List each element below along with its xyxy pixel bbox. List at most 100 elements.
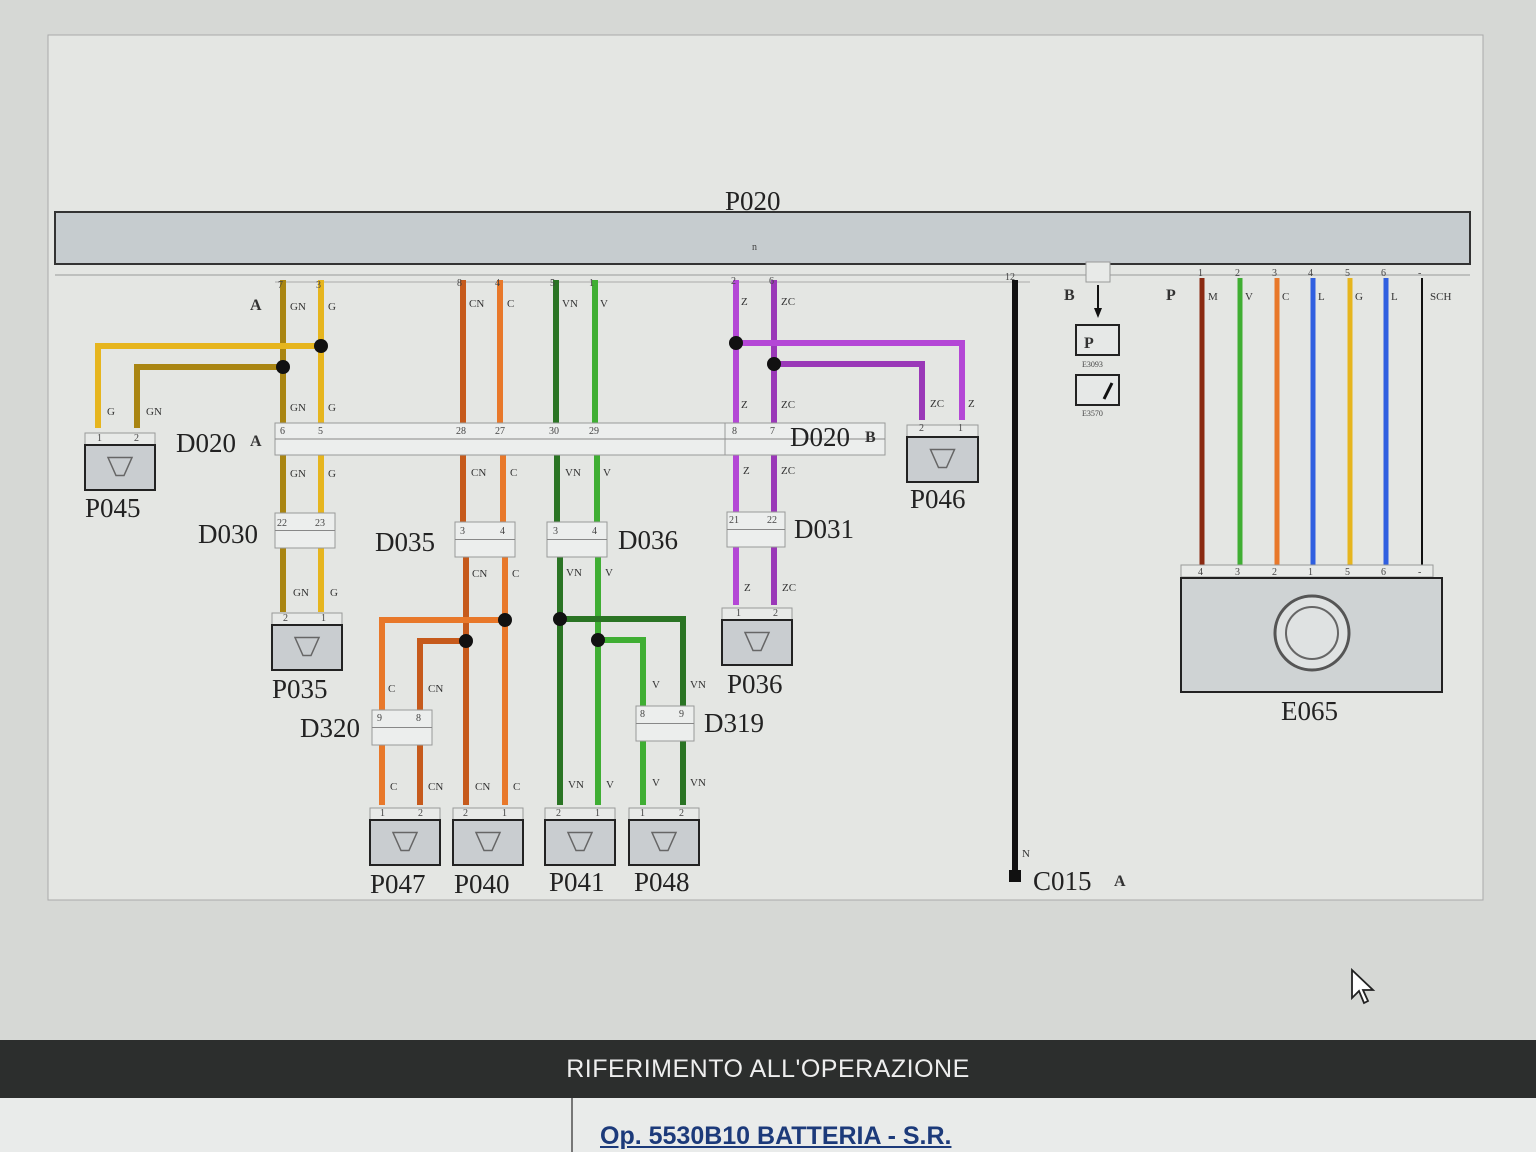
wire-code-label: V xyxy=(600,298,608,310)
pin-number: 9 xyxy=(679,709,684,720)
splice-label: D319 xyxy=(704,708,764,738)
splice-dot xyxy=(459,634,473,648)
pin-number: 1 xyxy=(502,808,507,819)
pin-number: 22 xyxy=(767,515,777,526)
pin-number: 4 xyxy=(500,526,505,537)
wire-code-label: VN xyxy=(562,298,578,310)
pin-number: 3 xyxy=(1272,268,1277,279)
wire-code-label: GN xyxy=(290,468,306,480)
pin-number: 27 xyxy=(495,426,505,437)
harness-bar-p020 xyxy=(54,211,1471,265)
wire-g xyxy=(95,343,321,428)
wire-code-label: ZC xyxy=(781,296,795,308)
components: P xyxy=(84,261,1443,866)
wire-code-label: C xyxy=(390,781,397,793)
wire-code-label: VN xyxy=(690,679,706,691)
pin-number: 6 xyxy=(1381,268,1386,279)
pin-number: 23 xyxy=(315,518,325,529)
pin-number: - xyxy=(1418,567,1421,578)
p035-box[interactable] xyxy=(271,624,343,671)
pin-number: 2 xyxy=(463,808,468,819)
p041-box[interactable] xyxy=(544,819,616,866)
wire-code-label: CN xyxy=(469,298,484,310)
wires xyxy=(95,278,1423,882)
wire-v xyxy=(598,637,646,706)
tag-label: A xyxy=(1114,873,1126,890)
pin-number: 2 xyxy=(283,613,288,624)
wire-code-label: V xyxy=(652,679,660,691)
wire-code-label: SCH xyxy=(1430,291,1451,303)
wire-code-label: ZC xyxy=(930,398,944,410)
wire-code-label: C xyxy=(513,781,520,793)
wire-code-label: V xyxy=(1245,291,1253,303)
b-connector-header xyxy=(1085,261,1111,283)
switch-sensor-icon[interactable] xyxy=(1075,374,1120,406)
splice-label: D035 xyxy=(375,527,435,557)
wire-code-label: GN xyxy=(290,301,306,313)
splice-dot xyxy=(591,633,605,647)
harness-label: P020 xyxy=(725,186,781,216)
pin-number: 8 xyxy=(416,713,421,724)
wire-code-label: M xyxy=(1208,291,1218,303)
pin-number: - xyxy=(1418,268,1421,279)
wire-code-label: ZC xyxy=(781,465,795,477)
connector-icon xyxy=(566,831,594,852)
pin-number: 2 xyxy=(919,423,924,434)
wire-code-label: C xyxy=(512,568,519,580)
pin-number: 4 xyxy=(592,526,597,537)
splice-label: D030 xyxy=(198,519,258,549)
connector-icon xyxy=(106,456,134,477)
pin-number: 7 xyxy=(770,426,775,437)
splice-label: D320 xyxy=(300,713,360,743)
pin-number: 12 xyxy=(1005,272,1015,283)
pin-number: 21 xyxy=(729,515,739,526)
pin-number: 3 xyxy=(460,526,465,537)
pin-number: 1 xyxy=(1308,567,1313,578)
pin-number: 4 xyxy=(1198,567,1203,578)
pin-number: 8 xyxy=(732,426,737,437)
pin-number: 29 xyxy=(589,426,599,437)
connector-label: P040 xyxy=(454,869,510,899)
pin-number: 2 xyxy=(679,808,684,819)
connector-icon xyxy=(391,831,419,852)
splice-dot xyxy=(276,360,290,374)
diagram-frame xyxy=(47,34,1484,901)
pin-number: 6 xyxy=(1381,567,1386,578)
pin-number: 2 xyxy=(1272,567,1277,578)
harness-mark: n xyxy=(752,242,757,253)
wire-code-label: L xyxy=(1391,291,1398,303)
p045-box[interactable] xyxy=(84,444,156,491)
pin-number: 1 xyxy=(595,808,600,819)
pin-number: 1 xyxy=(380,808,385,819)
p036-pin-header xyxy=(721,607,793,621)
p045-pin-header xyxy=(84,432,156,446)
wire-z xyxy=(736,340,965,420)
p036-box[interactable] xyxy=(721,619,793,666)
pin-number: 3 xyxy=(316,280,321,291)
pressure-sensor-icon[interactable] xyxy=(1075,324,1120,356)
wire-code-label: CN xyxy=(428,781,443,793)
pressure-symbol: P xyxy=(1084,335,1094,352)
pin-number: 3 xyxy=(553,526,558,537)
pin-number: 8 xyxy=(457,278,462,289)
splice-label: D020 xyxy=(176,428,236,458)
pin-number: 6 xyxy=(769,276,774,287)
wire-code-label: CN xyxy=(428,683,443,695)
wire-code-label: CN xyxy=(475,781,490,793)
pin-number: 8 xyxy=(640,709,645,720)
connector-icon xyxy=(929,448,956,469)
wire-code-label: GN xyxy=(293,587,309,599)
pin-number: 5 xyxy=(318,426,323,437)
footer-heading: RIFERIMENTO ALL'OPERAZIONE xyxy=(0,1040,1536,1098)
pin-number: 2 xyxy=(1235,268,1240,279)
p046-box[interactable] xyxy=(906,436,979,483)
pin-number: 1 xyxy=(1198,268,1203,279)
p048-box[interactable] xyxy=(628,819,700,866)
connector-label: C015 xyxy=(1033,866,1092,896)
p047-box[interactable] xyxy=(369,819,441,866)
operation-link[interactable]: Op. 5530B10 BATTERIA - S.R. xyxy=(600,1122,952,1150)
p040-box[interactable] xyxy=(452,819,524,866)
splice-label: D020 xyxy=(790,422,850,452)
tag-label: A xyxy=(250,433,262,450)
